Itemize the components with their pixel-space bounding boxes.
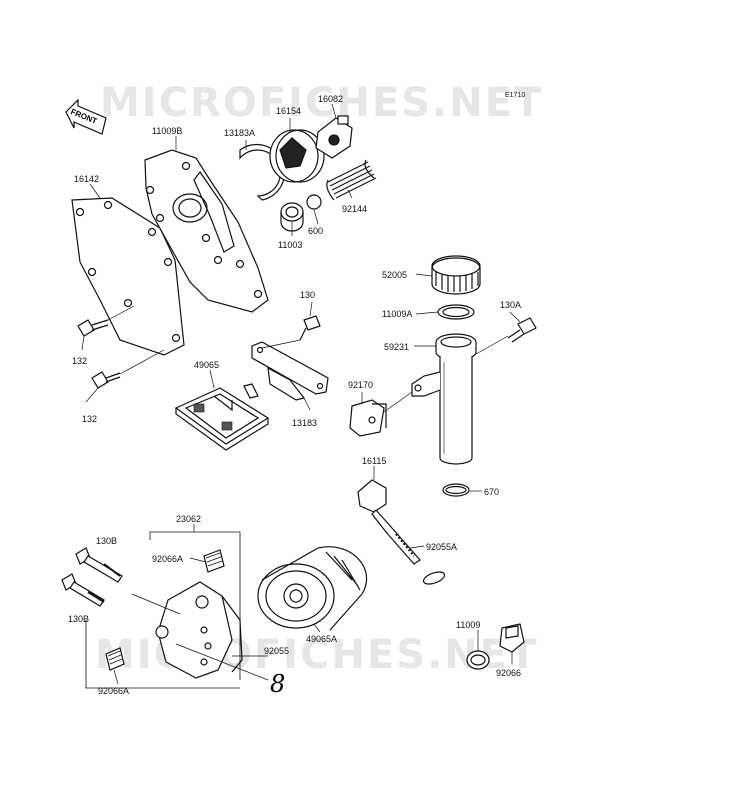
label-11003: 11003 bbox=[278, 240, 303, 250]
fitting-92066A-lower bbox=[105, 647, 125, 671]
label-16082: 16082 bbox=[318, 94, 344, 104]
label-92144: 92144 bbox=[342, 204, 368, 214]
inner-rotor-16082 bbox=[315, 115, 353, 159]
bolt-130B-upper bbox=[75, 547, 123, 583]
watermark-top: MICROFICHES.NET bbox=[100, 80, 544, 126]
plug-92066 bbox=[499, 623, 525, 653]
filter-bracket-23062 bbox=[155, 581, 243, 679]
label-13183A: 13183A bbox=[224, 128, 256, 138]
label-670: 670 bbox=[484, 487, 500, 497]
gasket-16142 bbox=[71, 197, 185, 356]
bracket-group-outline bbox=[85, 531, 241, 689]
o-ring-11009A bbox=[437, 304, 475, 320]
label-92066A-lower: 92066A bbox=[98, 686, 130, 696]
filler-tube-59231 bbox=[411, 333, 477, 465]
diagram-code: E1710 bbox=[505, 92, 526, 99]
bolt-132-upper bbox=[77, 319, 109, 337]
washer-11009 bbox=[466, 650, 490, 670]
front-arrow-icon bbox=[65, 98, 107, 135]
label-92170: 92170 bbox=[348, 380, 374, 390]
label-92066: 92066 bbox=[496, 668, 522, 678]
bolt-130A bbox=[507, 317, 537, 343]
oil-filter-49065A bbox=[257, 546, 368, 631]
label-130A: 130A bbox=[500, 300, 522, 310]
label-16142: 16142 bbox=[74, 174, 100, 184]
leader-lines bbox=[81, 103, 521, 685]
label-600: 600 bbox=[308, 226, 324, 236]
label-11009B: 11009B bbox=[152, 126, 183, 136]
label-13183: 13183 bbox=[292, 418, 318, 428]
label-132-upper: 132 bbox=[72, 356, 88, 366]
pump-rotor-16154 bbox=[269, 129, 325, 183]
label-49065: 49065 bbox=[194, 360, 220, 370]
label-11009: 11009 bbox=[456, 620, 481, 630]
label-92055: 92055 bbox=[264, 646, 290, 656]
plate-13183 bbox=[251, 341, 329, 401]
ball-600 bbox=[306, 194, 322, 210]
dipstick-16115 bbox=[357, 479, 421, 565]
bolt-130 bbox=[299, 315, 321, 341]
label-59231: 59231 bbox=[384, 342, 410, 352]
bolt-132-lower bbox=[91, 371, 121, 389]
o-ring-670 bbox=[442, 483, 470, 497]
label-132-lower: 132 bbox=[82, 414, 98, 424]
cover-plate-11009B bbox=[144, 149, 269, 313]
label-92066A-upper: 92066A bbox=[152, 554, 184, 564]
filler-cap-52005 bbox=[431, 255, 481, 295]
fitting-92066A-upper bbox=[203, 549, 225, 573]
label-130B-lower: 130B bbox=[68, 614, 90, 624]
label-49065A: 49065A bbox=[306, 634, 338, 644]
o-ring-92055A bbox=[422, 571, 446, 585]
label-130: 130 bbox=[300, 290, 316, 300]
label-23062: 23062 bbox=[176, 514, 202, 524]
label-92055A: 92055A bbox=[426, 542, 458, 552]
bolt-130B-lower bbox=[61, 573, 105, 607]
label-16154: 16154 bbox=[276, 106, 302, 116]
label-16115: 16115 bbox=[362, 456, 387, 466]
strainer-49065 bbox=[174, 383, 270, 451]
handwritten-mark: 8 bbox=[270, 670, 286, 698]
spring-92144 bbox=[326, 159, 377, 201]
label-52005: 52005 bbox=[382, 270, 408, 280]
label-130B-upper: 130B bbox=[96, 536, 118, 546]
label-11009A: 11009A bbox=[382, 309, 413, 319]
clamp-92170 bbox=[349, 399, 387, 437]
